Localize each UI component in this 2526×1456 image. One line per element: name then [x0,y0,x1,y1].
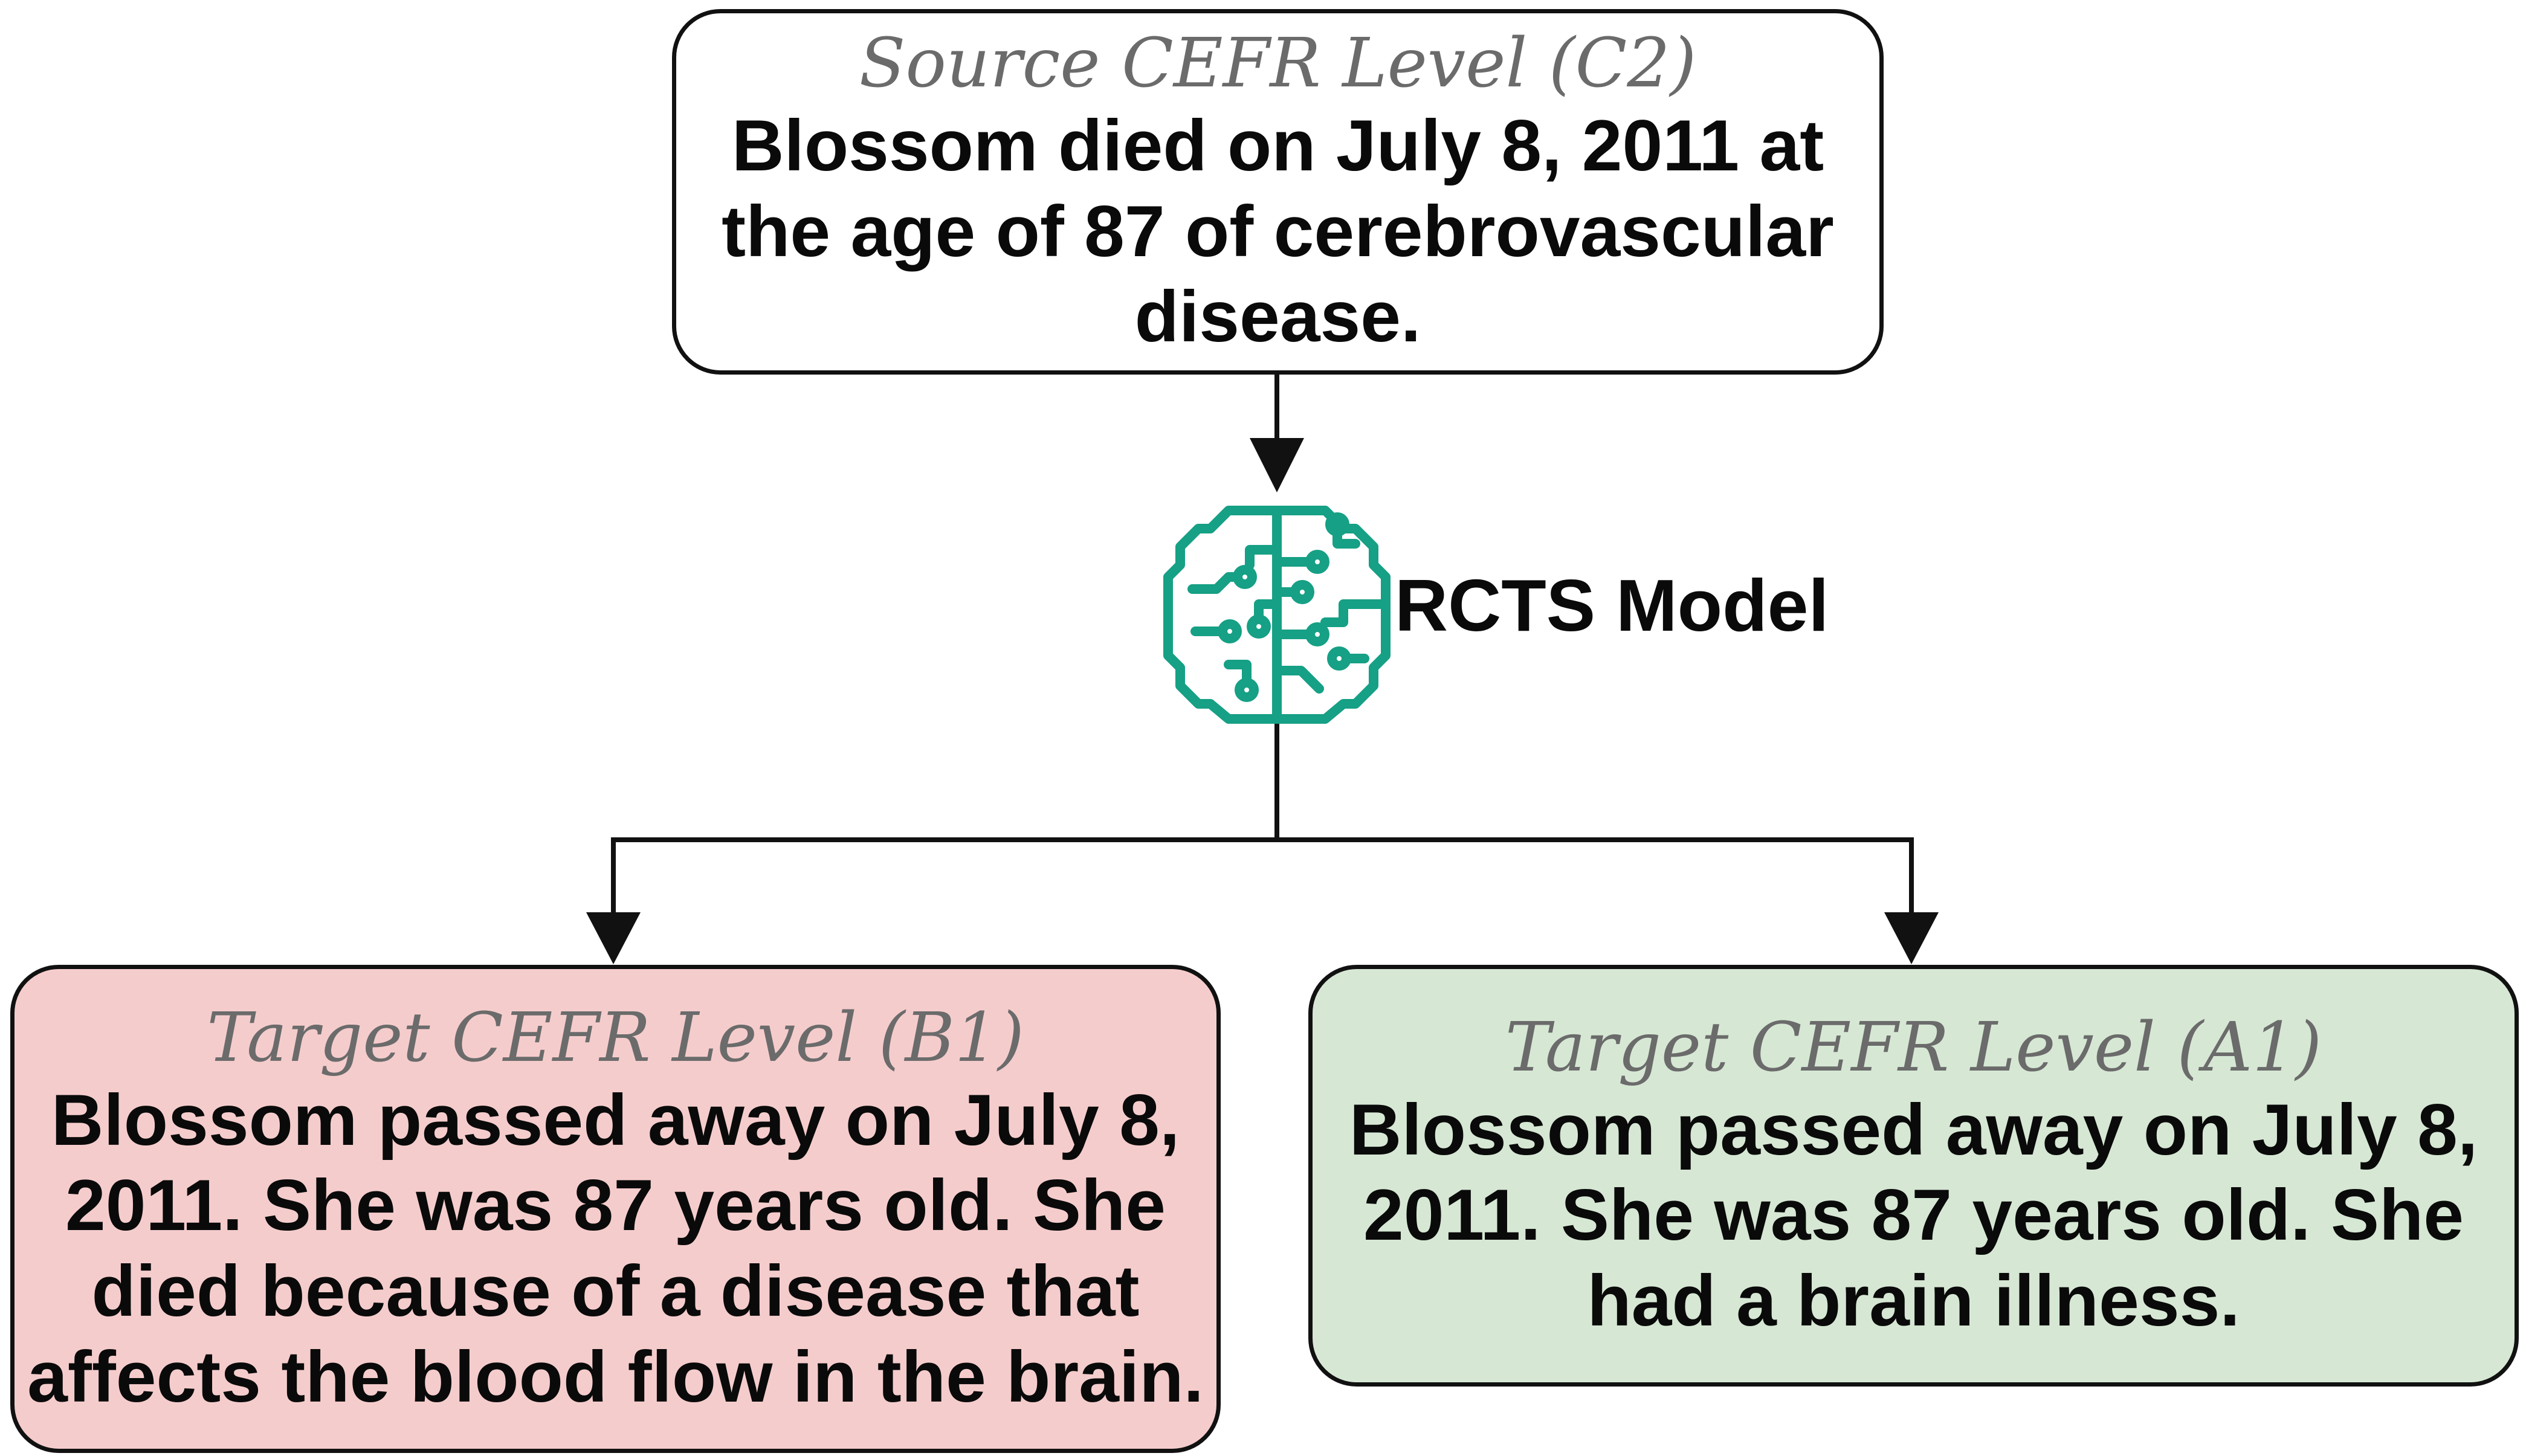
target-b1-text: Blossom passed away on July 8, 2011. She… [27,1079,1204,1417]
target-b1-box: Target CEFR Level (B1) Blossom passed aw… [10,965,1221,1453]
arrow-model-to-targets [586,724,1939,964]
source-box: Source CEFR Level (C2) Blossom died on J… [672,9,1884,375]
target-b1-level-label: Target CEFR Level (B1) [207,998,1024,1077]
arrow-source-to-model [1250,375,1304,492]
target-a1-text: Blossom passed away on July 8, 2011. She… [1349,1089,2478,1341]
source-text: Blossom died on July 8, 2011 at the age … [722,105,1834,358]
target-a1-box: Target CEFR Level (A1) Blossom passed aw… [1308,965,2519,1387]
source-level-label: Source CEFR Level (C2) [859,24,1697,103]
brain-circuit-icon [1163,506,1391,724]
target-a1-level-label: Target CEFR Level (A1) [1505,1008,2322,1087]
model-label: RCTS Model [1395,564,1829,646]
